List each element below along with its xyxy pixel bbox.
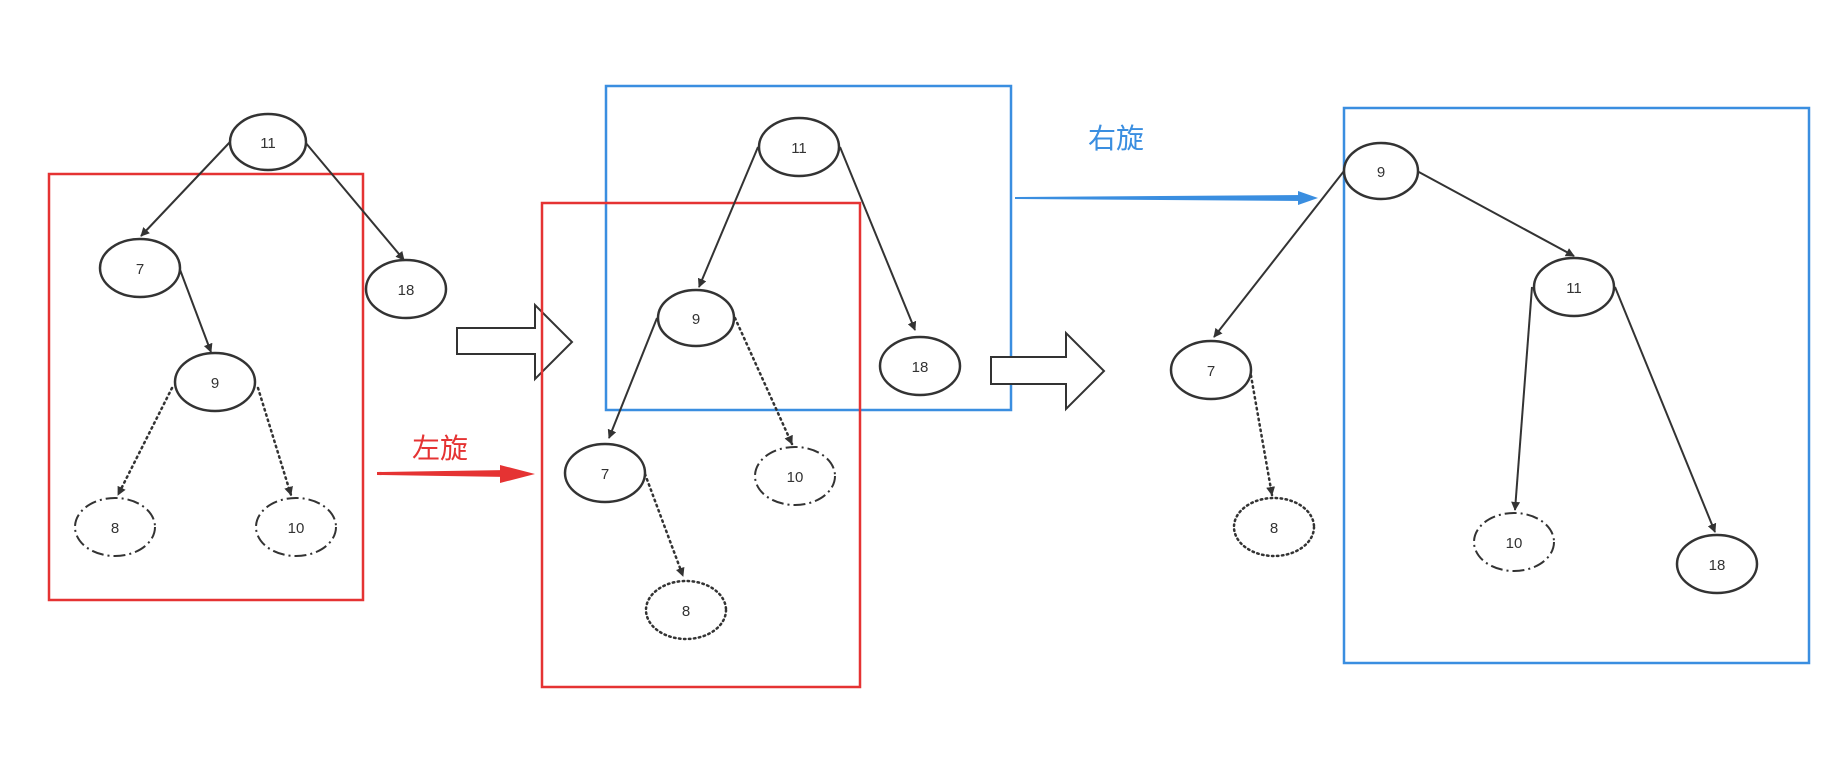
edge-7-8: [643, 472, 685, 578]
left-rotation-arrow: [377, 465, 535, 483]
rotated-right-subtree-box: [1342, 106, 1811, 665]
node-18: 18: [1675, 533, 1759, 595]
node-10: 10: [255, 497, 337, 557]
node-10: 10: [1473, 512, 1555, 572]
edge-9-7: [1213, 170, 1345, 338]
svg-text:7: 7: [601, 466, 609, 483]
edge-9-11: [1416, 170, 1575, 257]
svg-text:10: 10: [787, 469, 804, 486]
svg-text:10: 10: [288, 520, 305, 537]
edge-11-10: [1511, 286, 1533, 511]
edge-11-18: [304, 141, 405, 261]
node-9: 9: [656, 288, 736, 348]
svg-text:7: 7: [136, 261, 144, 278]
svg-text:18: 18: [1709, 557, 1726, 574]
edge-9-8: [116, 386, 174, 497]
node-8: 8: [1232, 496, 1316, 558]
edge-11-18: [839, 146, 917, 331]
edge-9-7: [607, 317, 658, 439]
edge-7-8: [1248, 368, 1276, 497]
tree-3: 9 7 11 8 10 18: [1169, 106, 1811, 665]
svg-text:9: 9: [1377, 164, 1385, 181]
svg-text:8: 8: [682, 603, 690, 620]
left-rotation-subtree-box: [47, 172, 365, 602]
node-8: 8: [644, 579, 728, 641]
node-18: 18: [364, 258, 448, 320]
edge-7-9: [178, 266, 213, 353]
edge-9-10: [256, 386, 293, 497]
transition-arrow-1: [456, 302, 574, 382]
node-11: 11: [757, 116, 841, 178]
svg-text:11: 11: [1566, 280, 1582, 297]
transition-arrow-2: [990, 330, 1106, 412]
node-7: 7: [98, 237, 182, 299]
node-9: 9: [173, 351, 257, 413]
svg-text:18: 18: [398, 282, 415, 299]
node-7: 7: [563, 442, 647, 504]
svg-text:10: 10: [1506, 535, 1523, 552]
rotated-left-subtree-box: [540, 201, 862, 689]
svg-text:11: 11: [260, 135, 276, 152]
svg-text:18: 18: [912, 359, 929, 376]
node-11: 11: [228, 112, 308, 172]
right-rotation-arrow: [1015, 191, 1318, 205]
node-10: 10: [754, 446, 836, 506]
edge-11-18: [1614, 286, 1717, 533]
node-11: 11: [1532, 256, 1616, 318]
edge-11-7: [140, 141, 231, 237]
node-9: 9: [1342, 141, 1420, 201]
node-7: 7: [1169, 339, 1253, 401]
svg-text:9: 9: [692, 311, 700, 328]
svg-text:8: 8: [111, 520, 119, 537]
svg-text:8: 8: [1270, 520, 1278, 537]
node-18: 18: [878, 335, 962, 397]
left-rotation-label: 左旋: [412, 432, 468, 465]
right-rotation-label: 右旋: [1088, 122, 1144, 155]
svg-text:9: 9: [211, 375, 219, 392]
tree-2: 11 9 18 7 10 8: [540, 84, 1013, 689]
svg-text:11: 11: [791, 140, 807, 157]
svg-text:7: 7: [1207, 363, 1215, 380]
tree-1: 11 7 18 9 8 10: [47, 112, 448, 602]
node-8: 8: [74, 497, 156, 557]
right-rotation-subtree-box: [604, 84, 1013, 412]
edge-9-10: [733, 316, 794, 446]
edge-11-9: [697, 146, 759, 288]
